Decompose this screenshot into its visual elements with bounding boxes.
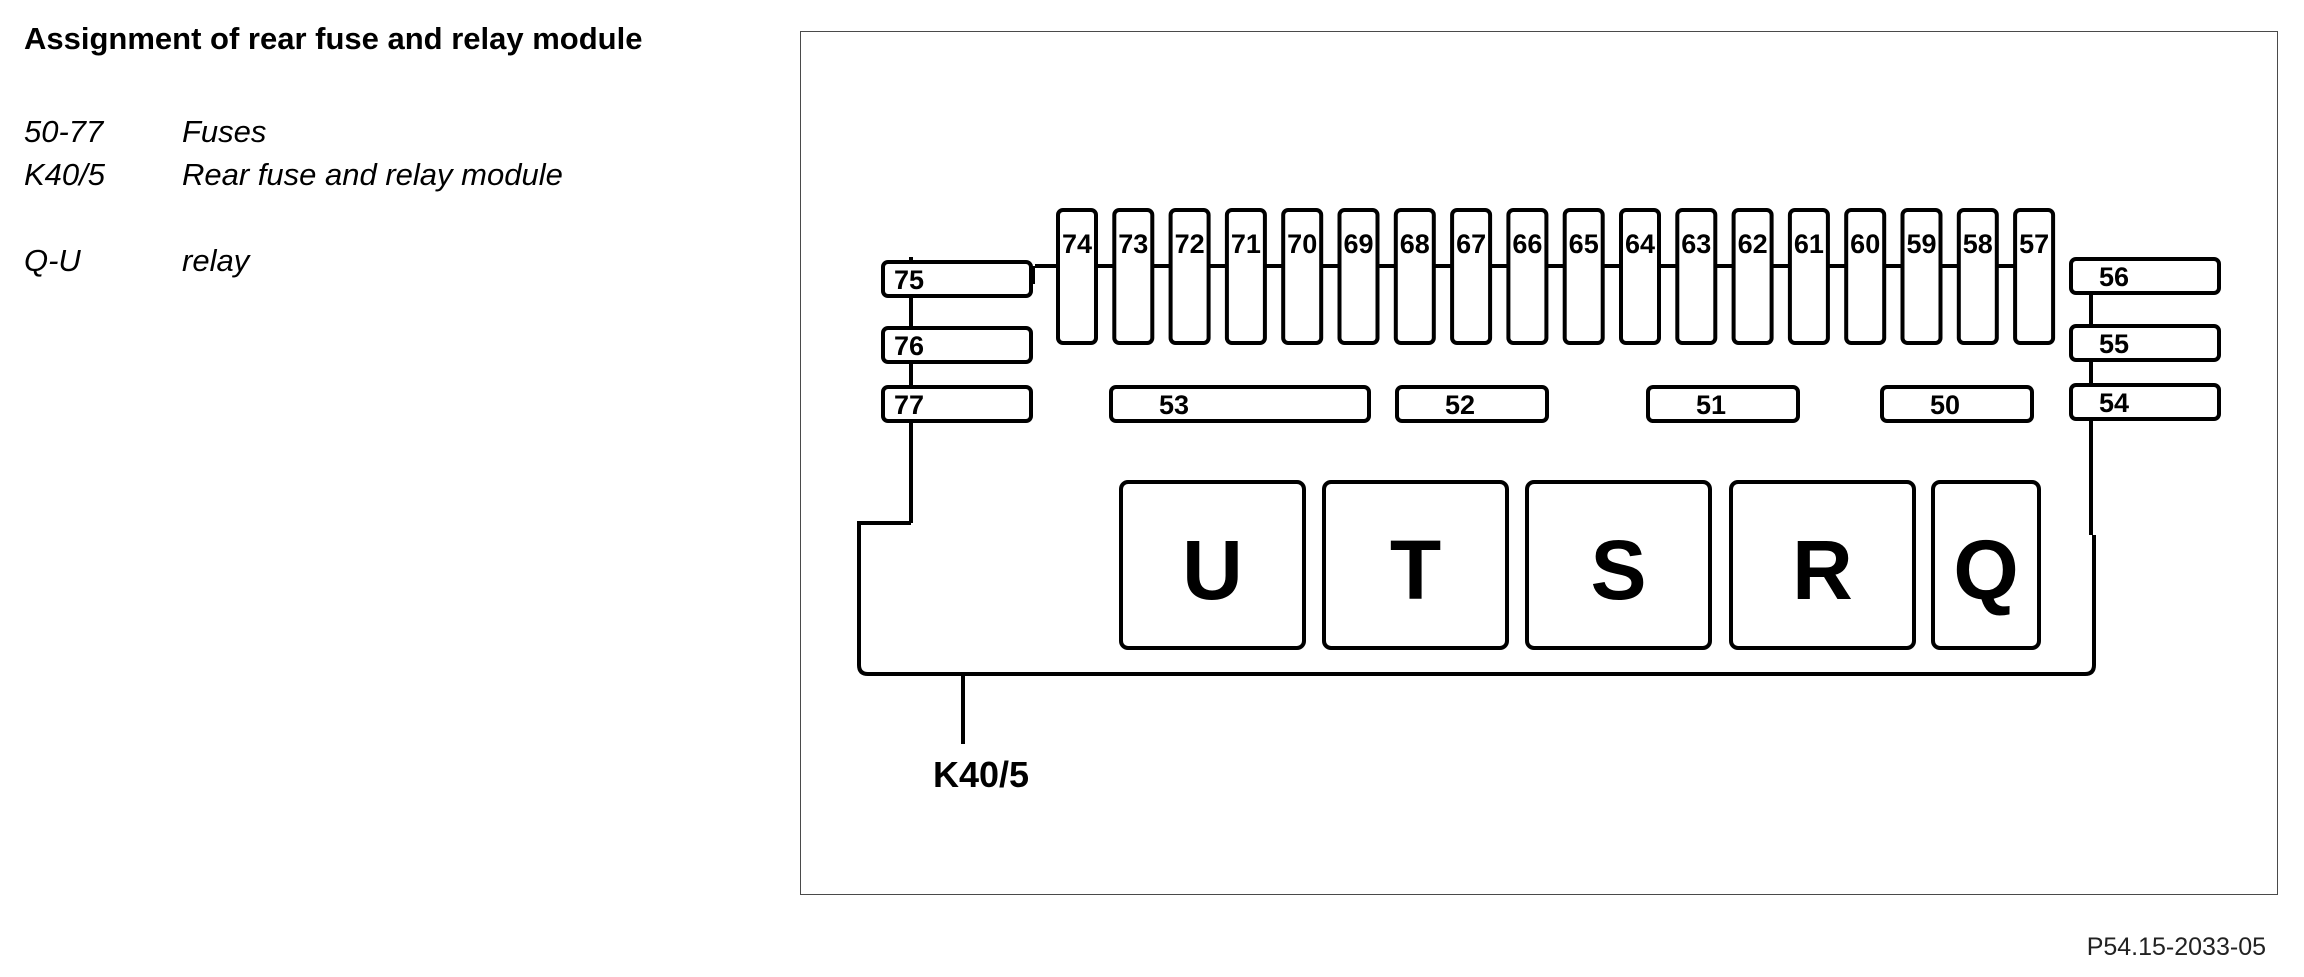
fuse-vertical (1450, 208, 1493, 345)
fuse-number: 77 (894, 390, 924, 420)
fuse-horizontal (2069, 257, 2221, 295)
fuse-number: 53 (1159, 390, 1189, 420)
fuse-number: 75 (894, 265, 924, 295)
fuse-number: 56 (2099, 262, 2129, 292)
figure-reference: P54.15-2033-05 (2086, 933, 2266, 961)
fuse-number: 60 (1850, 229, 1880, 259)
fuse-number: 76 (894, 331, 924, 361)
relay-letter: T (1390, 523, 1441, 617)
fuse-vertical (1844, 208, 1887, 345)
component-label: K40/5 (933, 754, 1029, 795)
fuse-number: 70 (1287, 229, 1317, 259)
fuse-number: 59 (1906, 229, 1936, 259)
relay-letter: U (1182, 523, 1243, 617)
fuse-vertical (1787, 208, 1830, 345)
fuse-number: 61 (1794, 229, 1824, 259)
fuse-vertical (1956, 208, 1999, 345)
fuse-horizontal (881, 326, 1033, 364)
fuse-number: 55 (2099, 329, 2129, 359)
fuse-number: 58 (1963, 229, 1993, 259)
relay-letter: Q (1953, 523, 2018, 617)
fuse-vertical (1619, 208, 1661, 345)
fuse-vertical (1393, 208, 1436, 345)
fuse-number: 51 (1696, 390, 1726, 420)
legend-description: Fuses (182, 114, 267, 149)
fuse-vertical (1337, 208, 1380, 345)
fuse-horizontal (2069, 324, 2221, 362)
relay-box (1931, 480, 2041, 650)
legend-key: Q-U (24, 243, 81, 278)
page-title: Assignment of rear fuse and relay module (24, 21, 643, 56)
fuse-number: 54 (2099, 388, 2129, 418)
fuse-number: 69 (1343, 229, 1373, 259)
fuse-number: 66 (1512, 229, 1542, 259)
fuse-vertical (1281, 208, 1324, 345)
legend-key: 50-77 (24, 114, 104, 149)
fuse-vertical (1506, 208, 1549, 345)
fuse-vertical (1900, 208, 1943, 345)
fuse-vertical (1675, 208, 1718, 345)
legend-item: Q-U relay (24, 239, 784, 282)
fuse-number: 50 (1930, 390, 1960, 420)
legend-panel: Assignment of rear fuse and relay module… (24, 18, 784, 282)
fuse-vertical (1224, 208, 1267, 345)
fuse-vertical (1112, 208, 1155, 345)
legend-description: Rear fuse and relay module (182, 157, 563, 192)
legend-item: 50-77 Fuses (24, 110, 784, 153)
fuse-module-diagram: 74 73 72 71 70 69 68 67 66 65 64 63 62 61 60 59 58 57 75 76… (857, 208, 2221, 795)
legend-item: K40/5 Rear fuse and relay module (24, 153, 784, 196)
relay-letter: S (1590, 523, 1646, 617)
relay-box (1119, 480, 1306, 650)
fuse-number: 71 (1231, 229, 1261, 259)
fuse-number: 72 (1175, 229, 1205, 259)
relay-box (1322, 480, 1509, 650)
fuse-number: 74 (1062, 229, 1092, 259)
fuse-horizontal (1880, 385, 2034, 423)
fuse-number: 67 (1456, 229, 1486, 259)
legend-key: K40/5 (24, 157, 106, 192)
fuse-number: 68 (1400, 229, 1430, 259)
fuse-horizontal (2069, 383, 2221, 421)
legend-description: relay (182, 243, 250, 278)
fuse-number: 63 (1681, 229, 1711, 259)
fuse-number: 64 (1625, 229, 1655, 259)
relay-box (1525, 480, 1712, 650)
fuse-number: 65 (1569, 229, 1599, 259)
fuse-horizontal (1646, 385, 1800, 423)
housing-outline (857, 521, 2096, 676)
fuse-number: 52 (1445, 390, 1475, 420)
fuse-horizontal (1109, 385, 1371, 423)
fuse-number: 62 (1738, 229, 1768, 259)
fuse-vertical (1056, 208, 1098, 345)
fuse-horizontal (881, 385, 1033, 423)
diagram-frame: 74 73 72 71 70 69 68 67 66 65 64 63 62 61 60 59 58 57 75 76… (800, 31, 2278, 895)
fuse-vertical (2013, 208, 2056, 345)
fuse-horizontal (881, 260, 1033, 298)
relay-letter: R (1792, 523, 1853, 617)
fuse-vertical (1731, 208, 1774, 345)
fuse-vertical (1562, 208, 1605, 345)
fuse-number: 57 (2019, 229, 2049, 259)
relay-box (1729, 480, 1916, 650)
fuse-vertical (1168, 208, 1211, 345)
legend-list: 50-77 Fuses K40/5 Rear fuse and relay mo… (24, 110, 784, 282)
fuse-horizontal (1395, 385, 1549, 423)
fuse-number: 73 (1118, 229, 1148, 259)
